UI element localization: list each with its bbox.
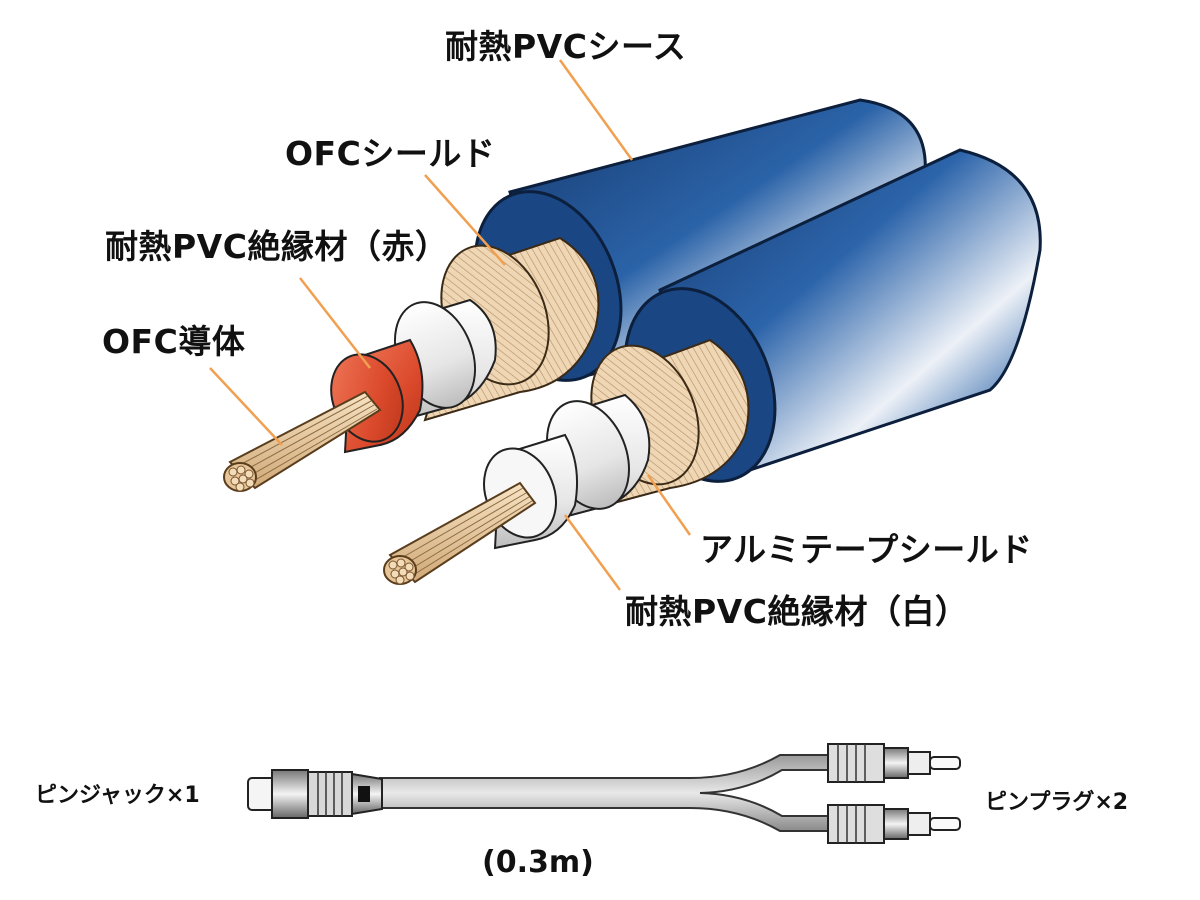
pin-jack	[247, 769, 383, 819]
cable-white	[383, 148, 1042, 585]
cable-red	[223, 98, 927, 492]
label-sheath: 耐熱PVCシース	[445, 27, 687, 66]
label-aluminum-shield: アルミテープシールド	[700, 530, 1033, 569]
label-ofc-shield: OFCシールド	[285, 134, 496, 173]
leader-lines	[209, 59, 692, 591]
leader-insulation-red	[299, 277, 371, 369]
label-insulation-red: 耐熱PVC絶縁材（赤）	[105, 227, 449, 266]
pin-plug-bottom	[827, 804, 961, 844]
leader-insulation-white	[563, 514, 622, 591]
label-pin-jack: ピンジャック×1	[35, 783, 200, 808]
label-insulation-white: 耐熱PVC絶縁材（白）	[625, 592, 969, 631]
leader-ofc-shield	[424, 174, 506, 266]
label-pin-plug: ピンプラグ×2	[985, 790, 1129, 815]
label-ofc-conductor: OFC導体	[102, 322, 246, 361]
connector-drawing	[247, 743, 961, 844]
leader-sheath	[558, 59, 634, 161]
leader-ofc-conductor	[209, 367, 283, 446]
leader-aluminum	[646, 474, 692, 536]
label-length: (0.3m)	[482, 845, 594, 880]
pin-plug-top	[827, 743, 961, 783]
